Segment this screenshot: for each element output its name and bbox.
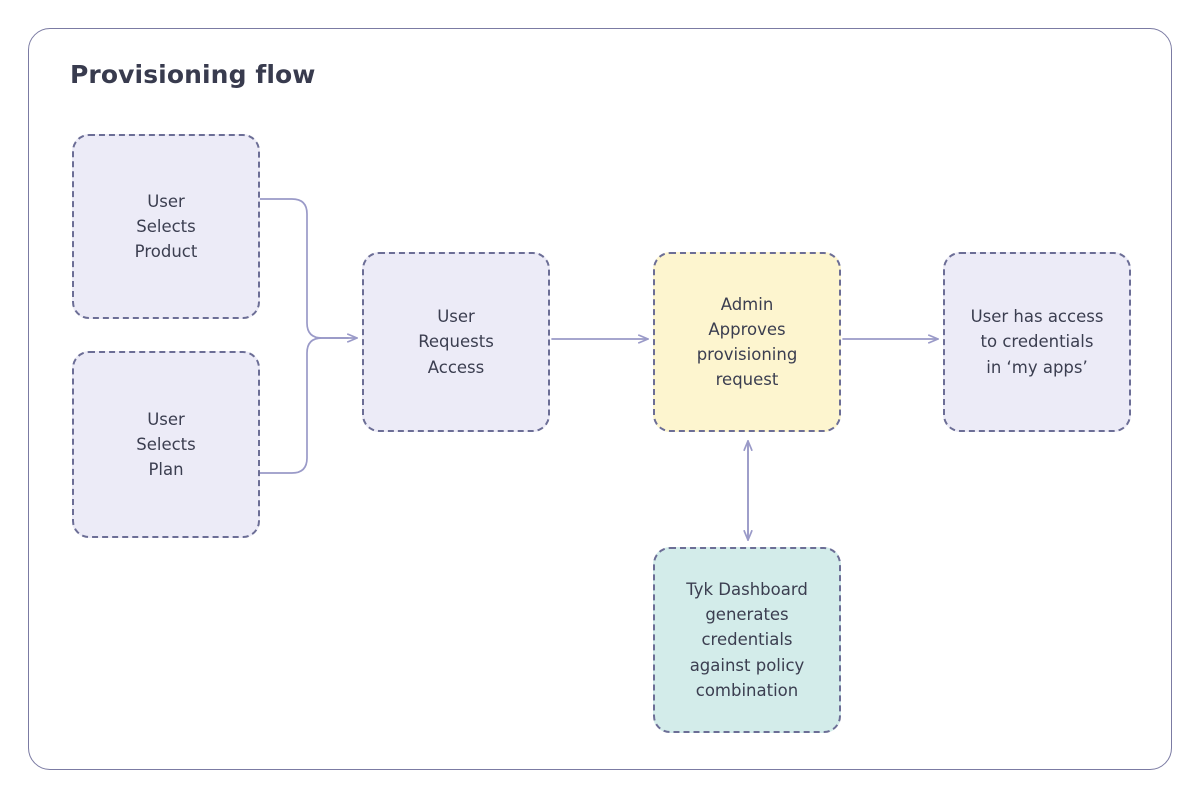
page-title: Provisioning flow [70,60,316,89]
node-label: User Selects Product [134,191,198,262]
node-user-selects-plan[interactable]: User Selects Plan [72,351,260,538]
node-user-selects-product[interactable]: User Selects Product [72,134,260,319]
node-tyk-dashboard-generates-credentials[interactable]: Tyk Dashboard generates credentials agai… [653,547,841,733]
node-label: User Selects Plan [136,409,196,480]
node-label: Tyk Dashboard generates credentials agai… [686,580,808,700]
node-user-has-access-to-credentials[interactable]: User has access to credentials in ‘my ap… [943,252,1131,432]
node-label: User has access to credentials in ‘my ap… [970,307,1104,377]
node-label: User Requests Access [418,307,494,377]
node-admin-approves-provisioning-request[interactable]: Admin Approves provisioning request [653,252,841,432]
node-user-requests-access[interactable]: User Requests Access [362,252,550,432]
node-label: Admin Approves provisioning request [696,294,798,390]
